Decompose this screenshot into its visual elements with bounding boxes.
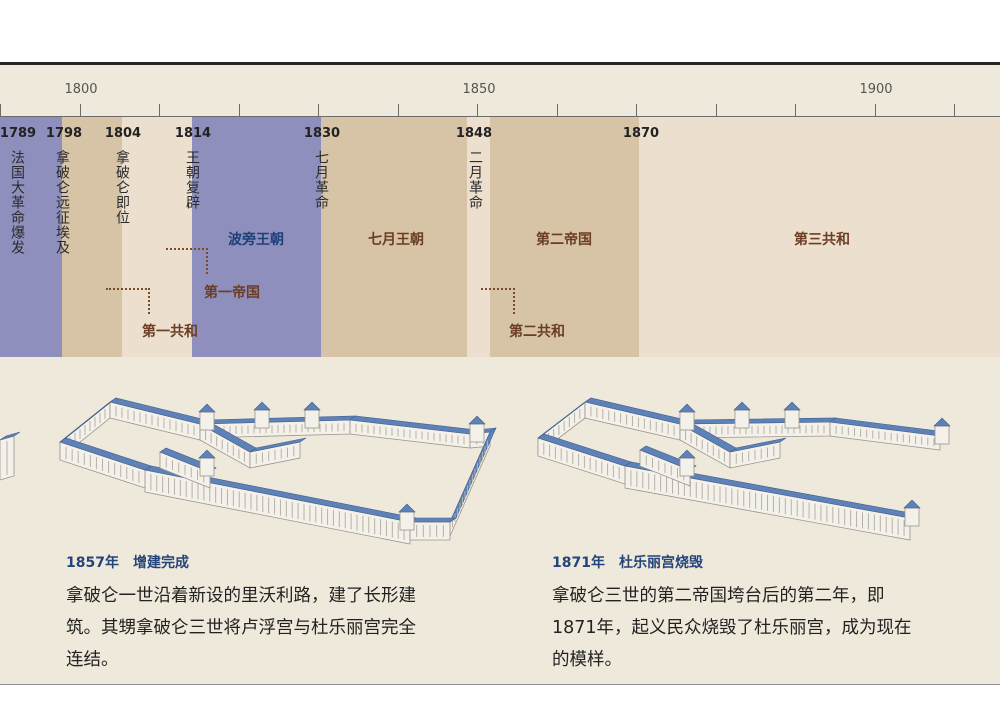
axis-label-1850: 1850 [462, 82, 496, 97]
band-july-monarchy [321, 117, 467, 357]
pavilion-wall [399, 511, 415, 531]
axis-tick [636, 104, 637, 116]
band-consulate [62, 117, 122, 357]
pavilion-roof [253, 401, 271, 411]
bottom-border [0, 684, 1000, 685]
pavilion-wall [784, 409, 800, 429]
pavilion-roof [303, 401, 321, 411]
pavilion-roof [198, 403, 216, 413]
pavilion-wall [254, 409, 270, 429]
pavilion-wall [679, 411, 695, 431]
band-second-republic [467, 117, 490, 357]
pavilion-wall [679, 457, 695, 477]
period-first-republic: 第一共和 [142, 324, 198, 340]
wing-roof [0, 431, 20, 441]
pavilion-wall [734, 409, 750, 429]
period-second-empire: 第二帝国 [536, 232, 592, 248]
axis-tick [239, 104, 240, 116]
axis-tick [159, 104, 160, 116]
pavilion-wall [199, 411, 215, 431]
top-border [0, 62, 1000, 65]
pavilion-wall [469, 423, 485, 443]
event-year-1814: 1814 [174, 126, 212, 141]
axis-tick [80, 104, 81, 116]
event-label-1830: 七月革命 [313, 150, 329, 210]
caption-text-1871: 拿破仑三世的第二帝国垮台后的第二年，即1871年，起义民众烧毁了杜乐丽宫，成为现… [552, 586, 912, 670]
event-year-1848: 1848 [455, 126, 493, 141]
wing-wall [144, 469, 411, 545]
pavilion-roof [678, 449, 696, 459]
event-year-1830: 1830 [303, 126, 341, 141]
louvre-1871-illustration [537, 397, 951, 541]
axis-line [0, 116, 1000, 117]
band-second-empire [490, 117, 639, 357]
leader-first-empire [166, 248, 208, 274]
event-year-1870: 1870 [622, 126, 660, 141]
wing-roof [249, 437, 307, 453]
axis-label-1800: 1800 [64, 82, 98, 97]
leader-first-republic [106, 288, 150, 314]
axis-tick [557, 104, 558, 116]
event-label-1804: 拿破仑即位 [114, 150, 130, 225]
axis-tick [477, 104, 478, 116]
period-third-republic: 第三共和 [794, 232, 850, 248]
period-second-republic: 第二共和 [509, 324, 565, 340]
pavilion-wall [304, 409, 320, 429]
pavilion-roof [398, 503, 416, 513]
event-year-1789: 1789 [0, 126, 37, 141]
event-label-1848: 二月革命 [467, 150, 483, 210]
band-bourbon [192, 117, 321, 357]
pavilion-wall [934, 425, 950, 445]
axis-tick [795, 104, 796, 116]
axis-tick [954, 104, 955, 116]
louvre-1857-illustration [59, 397, 497, 545]
wing-roof [409, 517, 457, 523]
pavilion-wall [904, 507, 920, 527]
wing-roof [537, 433, 632, 467]
event-label-1798: 拿破仑远征埃及 [54, 150, 70, 255]
caption-title-1871: 1871年 杜乐丽宫烧毁 [552, 555, 703, 571]
pavilion-roof [468, 415, 486, 425]
event-label-1814: 王朝复辟 [184, 150, 200, 210]
event-year-1798: 1798 [45, 126, 83, 141]
axis-label-1900: 1900 [859, 82, 893, 97]
pavilion-wall [199, 457, 215, 477]
band-revolution [0, 117, 62, 357]
wing-roof [59, 437, 152, 471]
pavilion-roof [678, 403, 696, 413]
axis-tick [716, 104, 717, 116]
axis-tick [875, 104, 876, 116]
period-july-monarchy: 七月王朝 [368, 232, 424, 248]
event-year-1804: 1804 [104, 126, 142, 141]
period-first-empire: 第一帝国 [204, 285, 260, 301]
pavilion-roof [783, 401, 801, 411]
louvre-partial-illustration [0, 431, 20, 481]
pavilion-roof [903, 499, 921, 509]
wing-roof [729, 437, 787, 453]
axis-tick [0, 104, 1, 116]
axis-tick [398, 104, 399, 116]
period-bourbon: 波旁王朝 [228, 232, 284, 248]
caption-text-1857: 拿破仑一世沿着新设的里沃利路，建了长形建筑。其甥拿破仑三世将卢浮宫与杜乐丽宫完全… [66, 586, 416, 670]
pavilion-roof [198, 449, 216, 459]
event-label-1789: 法国大革命爆发 [9, 150, 25, 255]
leader-second-republic [481, 288, 515, 314]
caption-title-1857: 1857年 增建完成 [66, 555, 189, 571]
axis-tick [318, 104, 319, 116]
pavilion-roof [733, 401, 751, 411]
pavilion-roof [933, 417, 951, 427]
band-first-empire [122, 117, 192, 357]
band-third-republic [639, 117, 1000, 357]
